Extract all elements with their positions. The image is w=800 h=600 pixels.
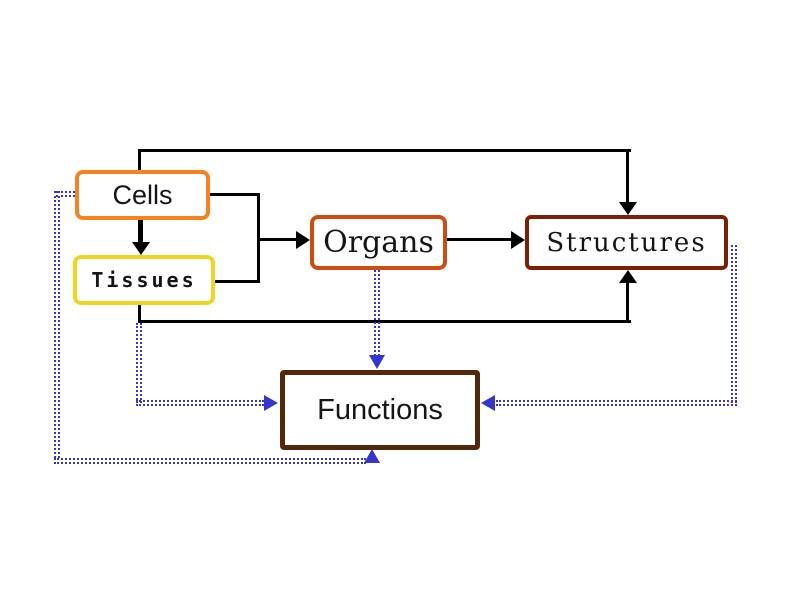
node-organs: Organs	[310, 215, 447, 270]
arrowhead-into-functions-right	[481, 395, 495, 411]
arrowhead-into-tissues	[132, 242, 150, 255]
edge-structures-functions-drop	[731, 245, 737, 403]
node-cells: Cells	[75, 170, 210, 220]
edge-tissues-structures-bottom-span	[138, 320, 631, 323]
edge-cells-tissues-line	[138, 220, 143, 243]
edge-tissues-structures-bottom-drop	[138, 305, 141, 323]
node-tissues-label: Tissues	[91, 268, 197, 292]
arrowhead-into-functions-left	[264, 395, 278, 411]
edge-structures-functions-span	[496, 400, 737, 406]
arrowhead-into-structures-left	[511, 231, 525, 249]
arrowhead-into-structures-top	[619, 202, 637, 215]
edge-organs-functions-line	[374, 270, 380, 356]
edge-tissues-functions-span	[136, 400, 264, 406]
node-tissues: Tissues	[73, 255, 215, 305]
arrowhead-into-functions-top	[369, 355, 385, 369]
edge-cells-bracket-arm	[210, 193, 260, 196]
edge-cells-functions-stub	[56, 191, 75, 197]
edge-bracket-organs-line	[257, 238, 297, 241]
arrowhead-into-functions-bottom	[364, 449, 380, 463]
node-functions: Functions	[280, 370, 480, 450]
node-organs-label: Organs	[323, 225, 434, 260]
edge-tissues-functions-drop	[136, 323, 142, 403]
node-structures-label: Structures	[546, 227, 707, 258]
node-cells-label: Cells	[112, 179, 173, 210]
node-functions-label: Functions	[317, 393, 443, 426]
edge-organs-structures-line	[447, 238, 513, 241]
edge-tissues-bracket-arm	[215, 280, 260, 283]
edge-tissues-structures-bottom-riser	[626, 283, 629, 323]
edge-cells-functions-span	[54, 458, 366, 464]
edge-cells-structures-top-riser	[138, 149, 141, 170]
arrowhead-into-organs	[296, 231, 310, 249]
edge-cells-structures-top-span	[138, 149, 631, 152]
edge-cells-functions-drop	[54, 191, 60, 458]
edge-cells-structures-top-drop	[626, 149, 629, 203]
arrowhead-into-structures-bottom	[619, 270, 637, 283]
node-structures: Structures	[525, 215, 728, 270]
